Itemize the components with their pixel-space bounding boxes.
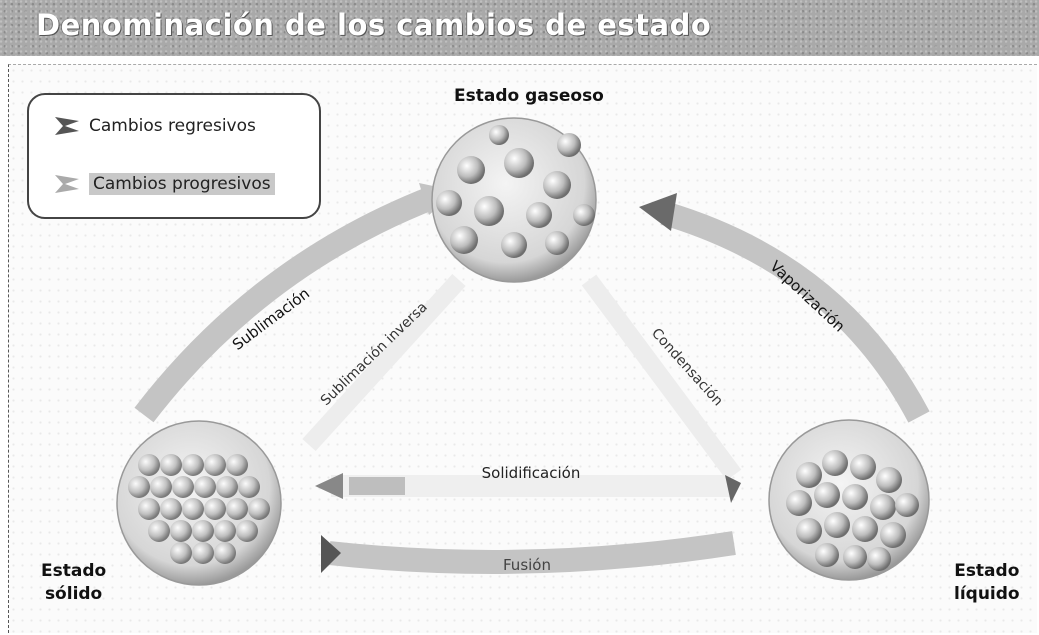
solidificacion-arrow (315, 473, 731, 499)
legend-item-regressive: Cambios regresivos (53, 113, 256, 139)
fusion-arrow (321, 531, 736, 574)
title-bar: Denominación de los cambios de estado (0, 0, 1039, 56)
legend-label-progressive: Cambios progresivos (89, 173, 275, 195)
liquid-state-label: Estado líquido (954, 561, 1020, 604)
liquid-sphere (768, 419, 930, 581)
gas-sphere (431, 117, 597, 283)
vaporizacion-arrow (639, 193, 930, 423)
solid-sphere (116, 420, 282, 586)
progressive-arrow-icon (55, 175, 79, 193)
sublimacion-inversa-arrow (302, 273, 466, 452)
diagram-frame: Sublimación Vaporización Sublimación inv… (8, 64, 1037, 633)
page-title: Denominación de los cambios de estado (36, 8, 712, 42)
regressive-arrow-icon (55, 117, 79, 135)
sublimacion-inversa-label: Sublimación inversa (318, 299, 431, 409)
solidificacion-label: Solidificación (482, 464, 581, 482)
gas-state-label: Estado gaseoso (454, 86, 604, 106)
solid-state-label: Estado sólido (41, 561, 107, 604)
legend-label-regressive: Cambios regresivos (89, 116, 256, 136)
condensacion-arrow (581, 274, 742, 503)
fusion-label: Fusión (503, 556, 551, 574)
state-change-diagram: Sublimación Vaporización Sublimación inv… (116, 117, 930, 586)
legend: Cambios regresivos Cambios progresivos (27, 93, 321, 219)
legend-item-progressive: Cambios progresivos (53, 171, 275, 197)
